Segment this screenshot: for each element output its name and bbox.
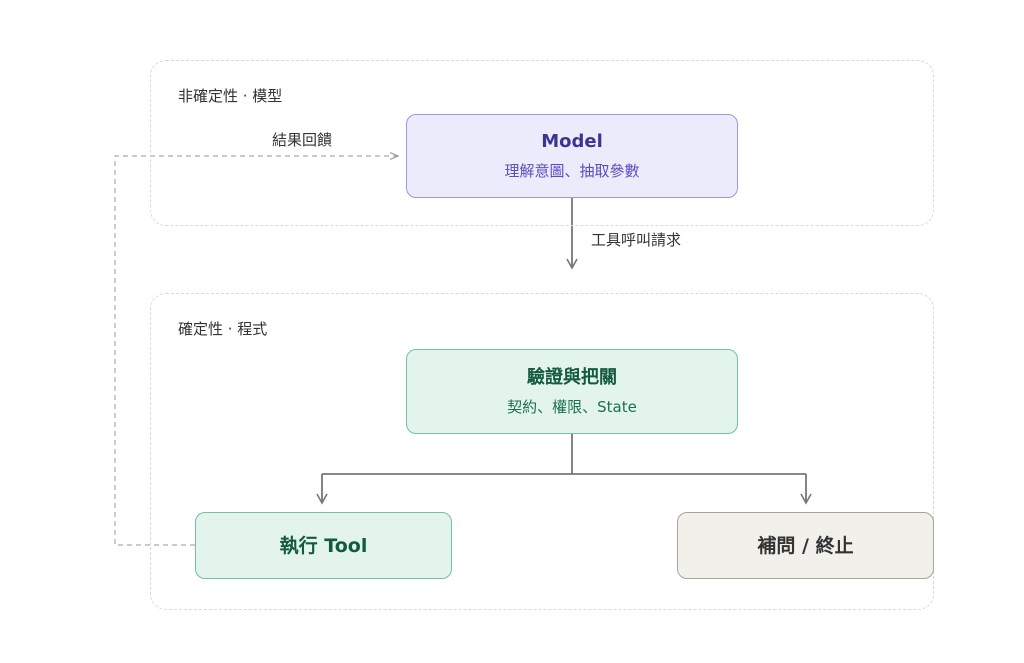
feedback-edge xyxy=(114,156,398,546)
ask-or-abort-node[interactable]: 補問 / 終止 xyxy=(677,512,934,579)
ask-or-abort-node-title: 補問 / 終止 xyxy=(757,534,854,557)
model-node-subtitle: 理解意圖、抽取參數 xyxy=(504,162,640,180)
model-node-title: Model xyxy=(541,131,603,152)
execute-tool-node-title: 執行 Tool xyxy=(279,534,368,557)
deterministic-region-label: 確定性 · 程式 xyxy=(178,320,268,338)
deterministic-region xyxy=(150,293,934,610)
model-node[interactable]: Model 理解意圖、抽取參數 xyxy=(406,114,738,198)
tool-call-edge-label: 工具呼叫請求 xyxy=(591,231,682,249)
validate-node[interactable]: 驗證與把關 契約、權限、State xyxy=(406,349,738,434)
feedback-edge-label: 結果回饋 xyxy=(272,131,333,149)
validate-node-subtitle: 契約、權限、State xyxy=(507,397,637,416)
validate-node-title: 驗證與把關 xyxy=(527,366,617,388)
nondeterministic-region xyxy=(150,60,934,226)
nondeterministic-region-label: 非確定性 · 模型 xyxy=(178,87,283,105)
execute-tool-node[interactable]: 執行 Tool xyxy=(195,512,452,579)
